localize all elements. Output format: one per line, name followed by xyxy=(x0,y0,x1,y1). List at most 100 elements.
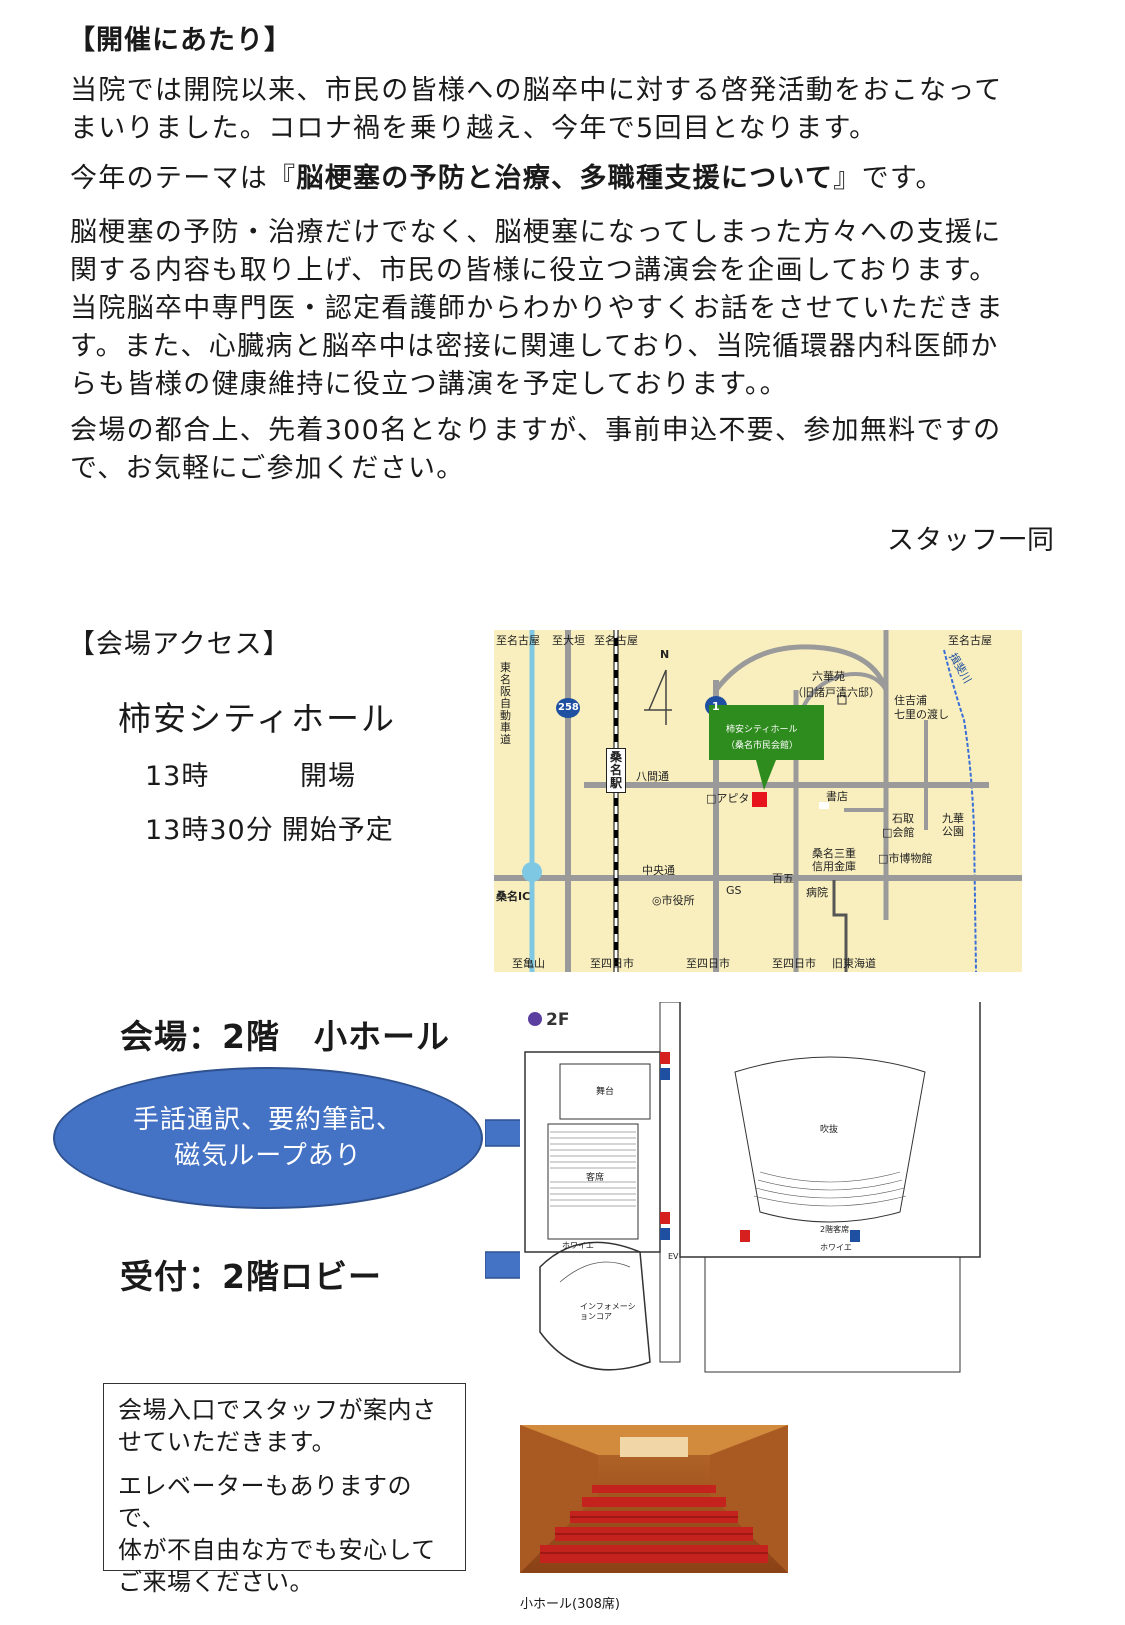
seats-label: 客席 xyxy=(586,1173,605,1183)
text-line: 関する内容も取り上げ、市民の皆様に役立つ講演会を企画しております。 xyxy=(70,255,998,286)
seat-rows xyxy=(550,1131,636,1207)
venue-box-line2: （桑名市民会館） xyxy=(726,741,799,751)
ic-marker xyxy=(522,862,542,882)
intro-paragraph-theme: 今年のテーマは『脳梗塞の予防と治療、多職種支援について』です。 xyxy=(70,160,1060,198)
route-1-label: 1 xyxy=(712,700,720,713)
theme-text: 脳梗塞の予防と治療、多職種支援について xyxy=(296,163,834,194)
text-line: 当院では開院以来、市民の皆様への脳卒中に対する啓発活動をおこなって xyxy=(70,75,1003,106)
ic-label: 桑名IC xyxy=(496,890,531,903)
river-line xyxy=(943,649,977,972)
support-line: 磁気ループあり xyxy=(174,1141,362,1171)
kyuka-label: 九華 xyxy=(942,812,964,825)
map-label-top-1: 至名古屋 xyxy=(496,634,540,647)
notice-line: エレベーターもありますので、 xyxy=(118,1472,412,1532)
apita-label: □アピタ xyxy=(706,792,750,805)
notice-line: せていただきます。 xyxy=(118,1428,337,1456)
map-label-bottom-4: 至四日市 xyxy=(772,957,816,970)
open-label: 開場 xyxy=(300,761,356,792)
intro-paragraph-1: 当院では開院以来、市民の皆様への脳卒中に対する啓発活動をおこなって まいりました… xyxy=(70,72,1060,148)
map-label-bottom-3: 至四日市 xyxy=(686,957,730,970)
museum-label: □市博物館 xyxy=(878,852,933,865)
fukinuke-label: 吹抜 xyxy=(820,1125,839,1135)
text-line: 脳梗塞の予防・治療だけでなく、脳梗塞になってしまった方々への支援に xyxy=(70,217,1002,248)
kaikan-label: □会館 xyxy=(882,826,915,839)
open-time-row: 13時 開場 xyxy=(145,754,356,793)
foyer2-label: ホワイエ xyxy=(820,1243,852,1252)
text-fragment: 今年のテーマは『 xyxy=(70,163,297,194)
reception-label: 受付：2階ロビー xyxy=(120,1257,382,1296)
street-hakken-label: 八間通 xyxy=(636,770,669,783)
street-chuo-label: 中央通 xyxy=(642,864,675,877)
restroom-icon xyxy=(660,1212,670,1224)
route-258-shield xyxy=(556,698,580,718)
map-label-north: N xyxy=(660,648,670,661)
restroom-icon xyxy=(740,1230,750,1242)
ev-label: EV xyxy=(668,1252,679,1261)
floor-plan-drawing xyxy=(524,1002,981,1373)
info-core-label: インフォメーションコア xyxy=(580,1302,636,1321)
map-label-top-3: 至名古屋 xyxy=(594,634,638,647)
notice-line: 会場入口でスタッフが案内さ xyxy=(118,1396,437,1424)
support-line: 手話通訳、要約筆記、 xyxy=(132,1105,403,1135)
intro-paragraph-4: 会場の都合上、先着300名となりますが、事前申込不要、参加無料ですの で、お気軽… xyxy=(70,412,1060,488)
byoin-label: 病院 xyxy=(806,886,828,899)
road-tokaido xyxy=(832,880,848,972)
shichiri-label: 七里の渡し xyxy=(894,708,949,721)
small-hall-wall xyxy=(524,1051,661,1253)
venue-name: 柿安シティホール xyxy=(118,699,397,738)
map-label-top-4: 至名古屋 xyxy=(948,634,992,647)
text-line: まいりました。コロナ禍を乗り越え、今年で5回目となります。 xyxy=(70,113,878,144)
start-time-row: 13時30分開始予定 xyxy=(145,808,394,847)
text-line: で、お気軽にご参加ください。 xyxy=(70,453,465,484)
lower-wing xyxy=(704,1256,961,1373)
road-curve xyxy=(714,644,889,692)
floor-plan: 2F 舞台 客席 吹抜 2階客席 ホワイエ ホワイエ インフォメーションコア E… xyxy=(520,1002,985,1382)
gs-label: GS xyxy=(726,884,742,897)
sumiyoshi-label: 住吉浦 xyxy=(894,694,927,707)
expressway-label: 東名阪自動車道 xyxy=(500,661,511,746)
floor-dot xyxy=(528,1012,542,1026)
hall-photo xyxy=(520,1425,788,1573)
restroom-icon xyxy=(850,1230,860,1242)
landmark-square xyxy=(819,802,829,809)
photo-caption: 小ホール(308席) xyxy=(520,1597,620,1612)
venue-marker xyxy=(752,792,767,807)
notice-line: 体が不自由な方でも安心して xyxy=(118,1536,436,1564)
text-fragment: 』です。 xyxy=(833,163,944,194)
map-label-top-2: 至大垣 xyxy=(552,634,585,647)
venue-pointer xyxy=(756,760,776,790)
map-label-bottom-5: 旧東海道 xyxy=(832,957,876,970)
map-label-bottom-2: 至四日市 xyxy=(590,957,634,970)
stair-curve xyxy=(559,1261,631,1283)
north-arrow-side xyxy=(648,669,667,711)
start-label: 開始予定 xyxy=(281,815,394,846)
notice-paragraph-1: 会場入口でスタッフが案内させていただきます。 xyxy=(118,1394,451,1458)
open-time: 13時 xyxy=(145,761,210,792)
bank2-label: 信用金庫 xyxy=(812,860,856,873)
map-label-bottom-1: 至亀山 xyxy=(512,957,545,970)
shoten-label: 書店 xyxy=(826,790,848,803)
notice-box: 会場入口でスタッフが案内させていただきます。 エレベーターもありますので、体が不… xyxy=(103,1383,466,1596)
stage-label: 舞台 xyxy=(596,1087,615,1097)
restroom-icon xyxy=(660,1052,670,1064)
shiyakusho-label: ◎市役所 xyxy=(652,894,695,907)
hyakugo-label: 百五 xyxy=(772,872,794,885)
info-core-curve xyxy=(539,1241,651,1371)
signature: スタッフ一同 xyxy=(887,525,1055,556)
map-roads xyxy=(494,630,1022,972)
text-line: らも皆様の健康維持に役立つ講演を予定しております。。 xyxy=(70,369,788,400)
venue-box-line1: 柿安シティホール xyxy=(726,725,798,735)
station-label: 桑名駅 xyxy=(606,748,626,793)
foyer-label: ホワイエ xyxy=(562,1241,594,1250)
notice-line: ご来場ください。 xyxy=(118,1568,314,1596)
hall-label: 会場：2階 小ホール xyxy=(120,1017,450,1056)
hall-seats-label: 2階客席 xyxy=(820,1225,850,1234)
text-line: 当院脳卒中専門医・認定看護師からわかりやすくお話をさせていただきま xyxy=(70,293,1004,324)
route-258-label: 258 xyxy=(558,702,579,713)
venue-box xyxy=(709,705,824,760)
road-small xyxy=(844,808,888,830)
access-map: 至名古屋 至名古屋 N 258 1 東名阪自動車道 桑名駅 桑名IC 八間通 中… xyxy=(494,630,1022,972)
landmark-square xyxy=(837,695,847,705)
access-heading: 【会場アクセス】 xyxy=(68,629,291,660)
hall-photo-image xyxy=(520,1425,788,1573)
